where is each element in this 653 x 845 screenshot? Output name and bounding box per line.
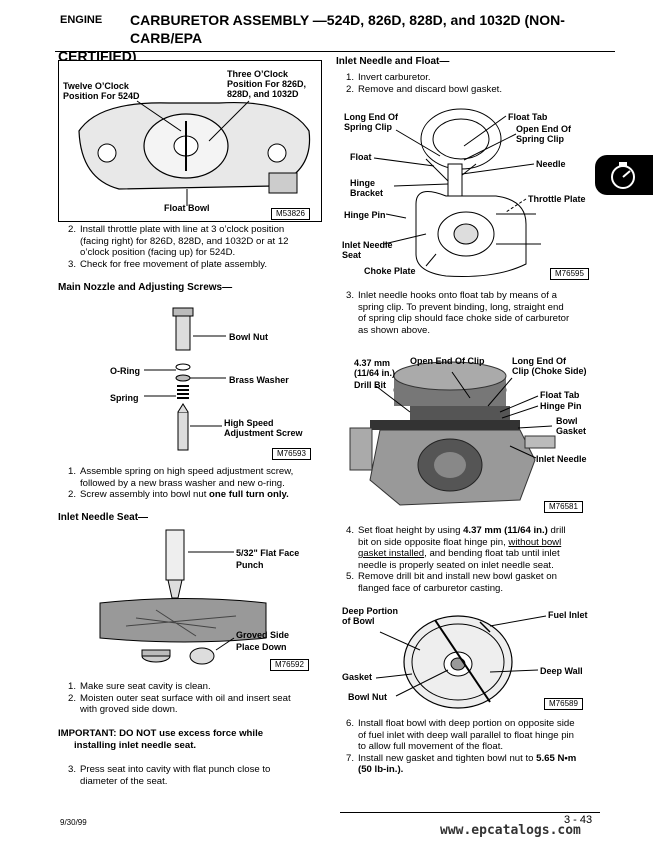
engine-section-icon bbox=[611, 162, 635, 189]
bowl-install-steps: 6. Install float bowl with deep portion … bbox=[346, 718, 577, 776]
figure-throttle-plate: Twelve O’Clock Position For 524D Three O… bbox=[58, 60, 322, 222]
seat-press-step: 3. Press seat into cavity with flat punc… bbox=[68, 764, 271, 787]
seat-heading: Inlet Needle Seat— bbox=[58, 512, 149, 523]
figure-id: M53826 bbox=[271, 208, 310, 220]
nozzle-drawing bbox=[144, 307, 226, 451]
figure-id: M76593 bbox=[272, 448, 311, 460]
important-note: IMPORTANT: DO NOT use excess force while… bbox=[58, 728, 264, 751]
float-assembly-drawing bbox=[373, 108, 541, 277]
float-height-steps: 4. Set float height by using 4.37 mm (11… bbox=[346, 525, 566, 594]
figure-float-bowl: Deep Portion of Bowl Fuel Inlet Deep Wal… bbox=[340, 602, 598, 712]
watermark-url[interactable]: www.epcatalogs.com bbox=[440, 823, 581, 838]
throttle-plate-drawing bbox=[78, 100, 311, 206]
figure-id: M76589 bbox=[544, 698, 583, 710]
seat-steps: 1. Make sure seat cavity is clean. 2. Mo… bbox=[68, 681, 291, 716]
figure-id: M76595 bbox=[550, 268, 589, 280]
figure-float-assembly: Long End Of Spring Clip Float Tab Open E… bbox=[336, 104, 598, 282]
figure-id: M76581 bbox=[544, 501, 583, 513]
throttle-steps: 2. Install throttle plate with line at 3… bbox=[68, 224, 289, 270]
nozzle-heading: Main Nozzle and Adjusting Screws— bbox=[58, 282, 233, 293]
header-rule bbox=[55, 51, 615, 52]
float-height-photo bbox=[340, 350, 598, 518]
page-number: 3 - 43 bbox=[564, 814, 593, 826]
figure-nozzle-screws: Bowl Nut O-Ring Brass Washer Spring High… bbox=[96, 300, 318, 462]
engine-section-tab bbox=[595, 155, 653, 195]
footer-date: 9/30/99 bbox=[60, 818, 87, 827]
spring-clip-step: 3. Inlet needle hooks onto float tab by … bbox=[346, 290, 570, 336]
figure-id: M76592 bbox=[270, 659, 309, 671]
figure-float-height: 4.37 mm (11/64 in.) Drill Bit Open End O… bbox=[340, 350, 598, 518]
float-bowl-drawing bbox=[375, 615, 547, 709]
figure-inlet-needle-seat: 5/32" Flat Face Punch Groved Side Place … bbox=[96, 528, 318, 674]
seat-punch-drawing bbox=[99, 529, 267, 665]
nozzle-steps: 1. Assemble spring on high speed adjustm… bbox=[68, 466, 294, 501]
float-steps-intro: 1. Invert carburetor. 2. Remove and disc… bbox=[346, 72, 502, 95]
float-heading: Inlet Needle and Float— bbox=[336, 56, 450, 67]
footer-rule bbox=[340, 812, 600, 813]
section-label: ENGINE bbox=[60, 14, 103, 26]
